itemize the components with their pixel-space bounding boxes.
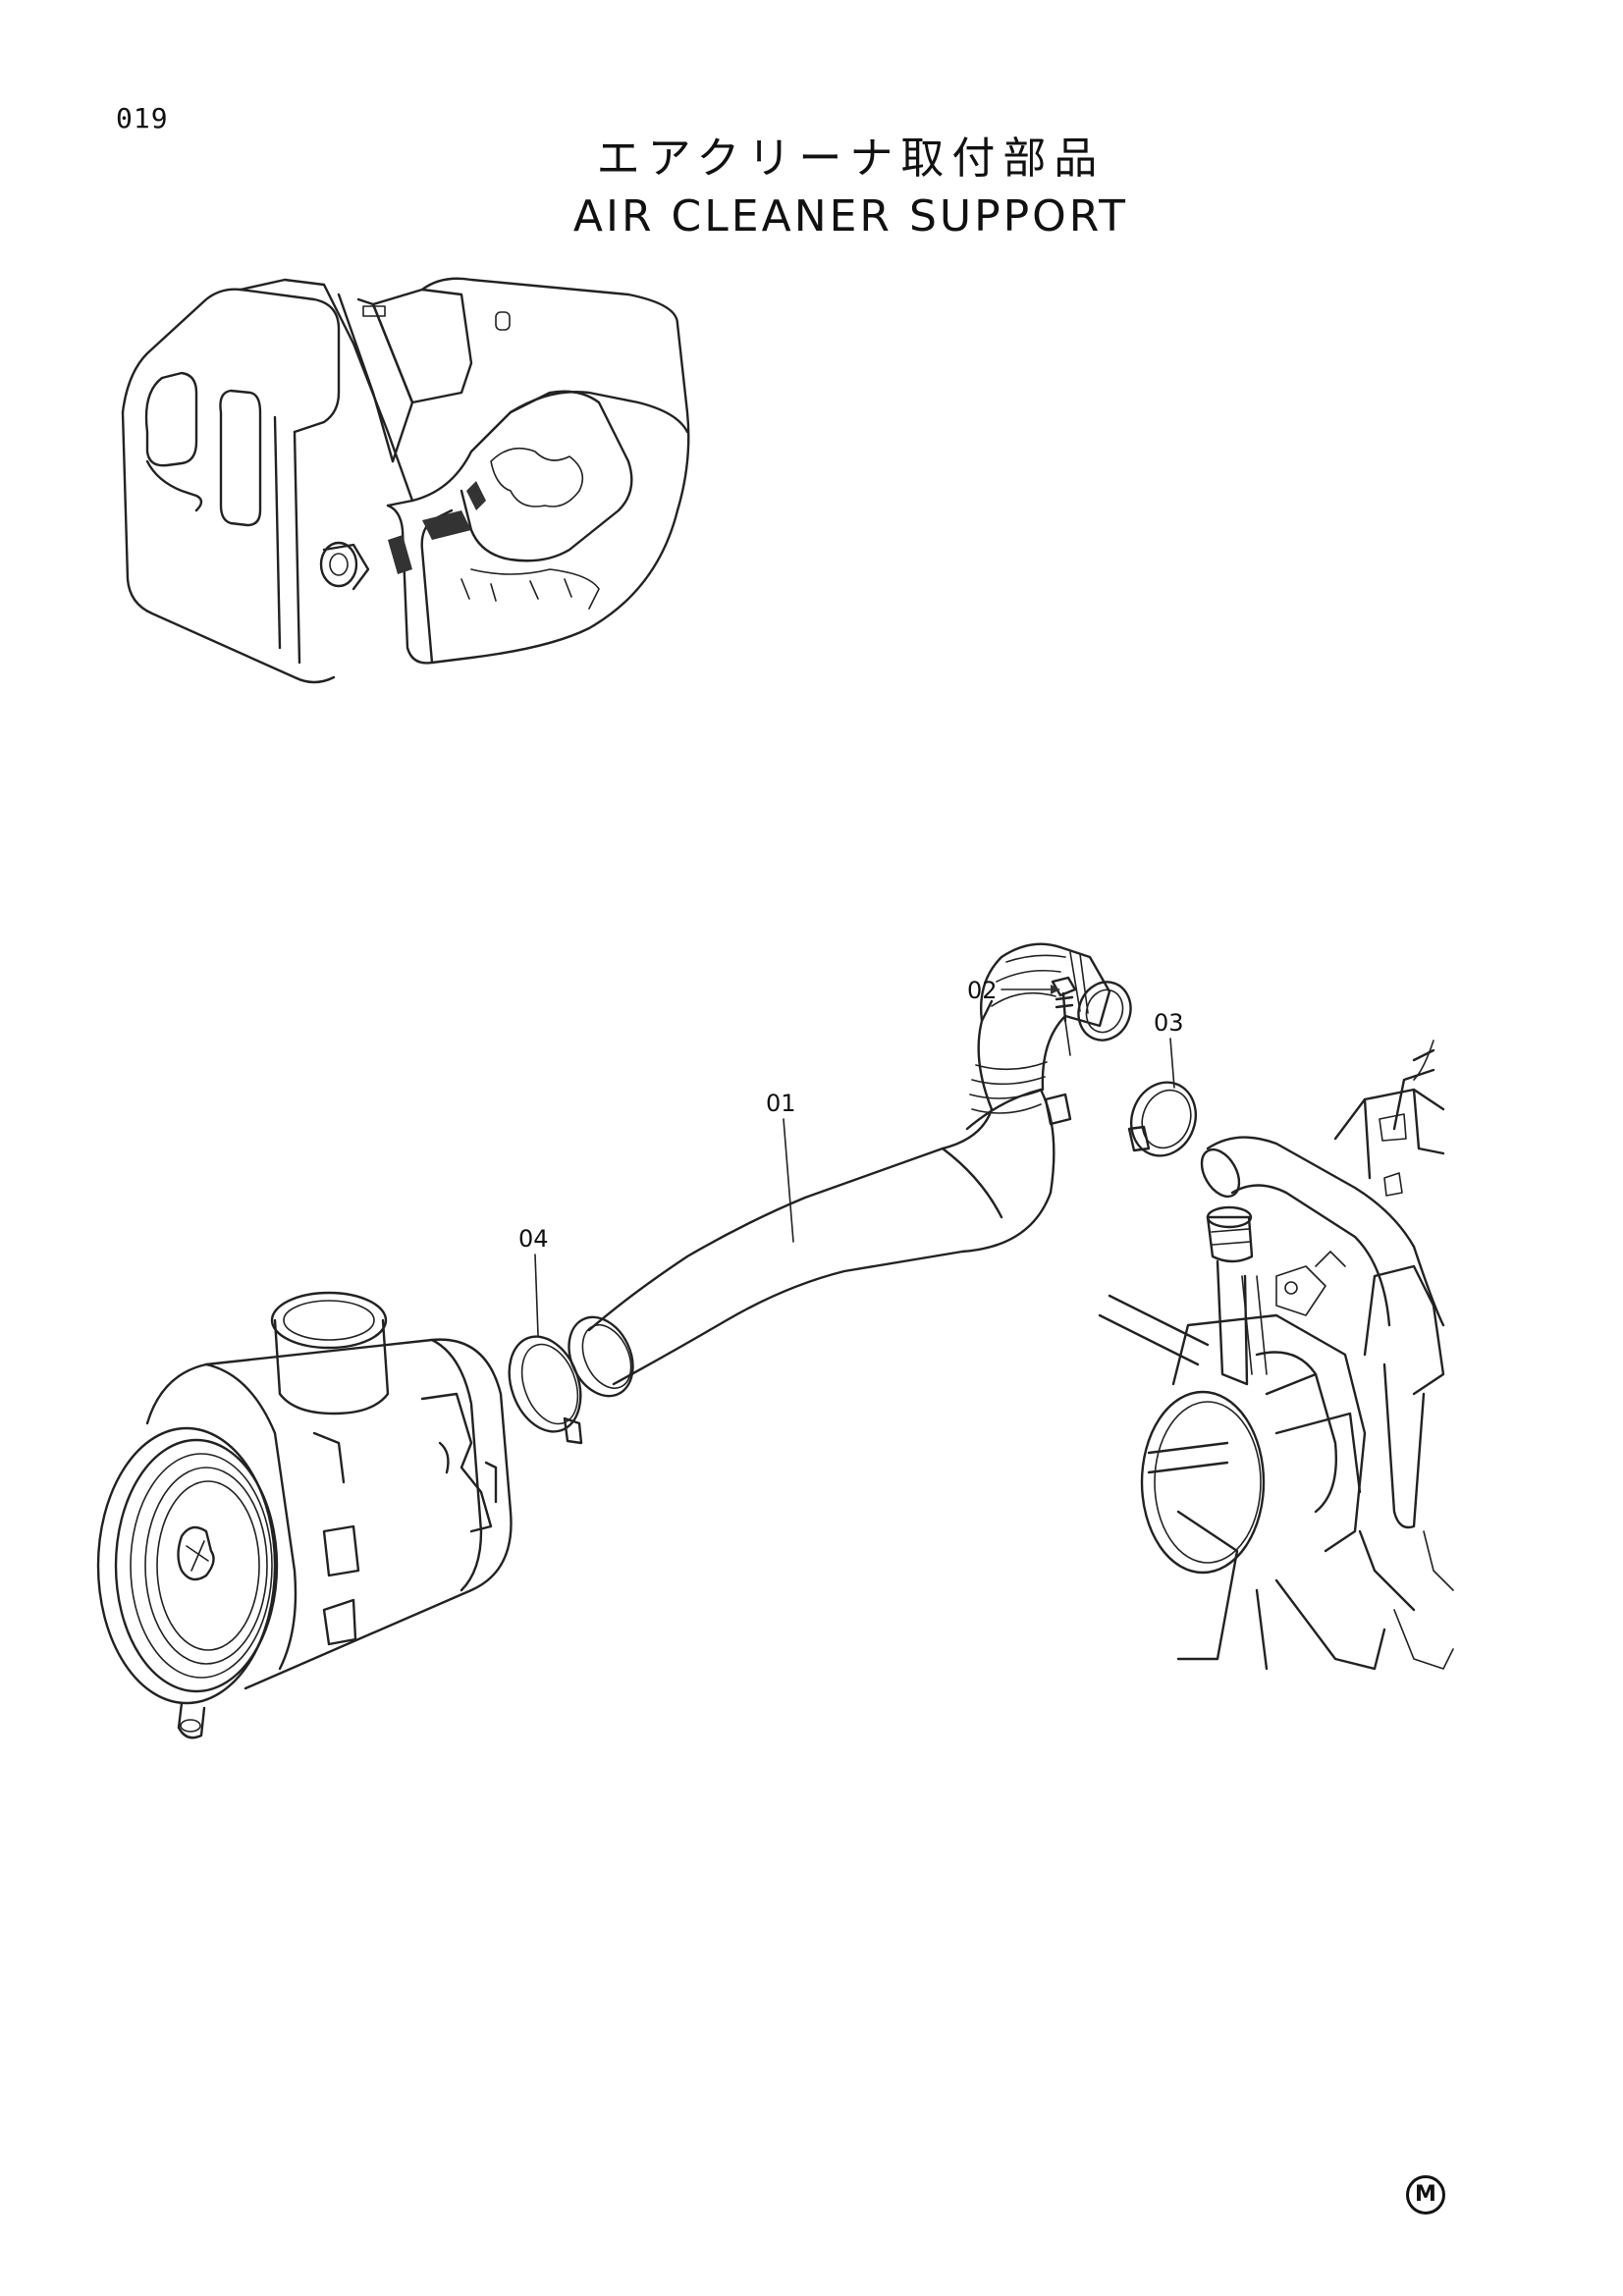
bolt-02-illustration: [1051, 976, 1077, 1023]
callout-01: 01: [766, 1090, 796, 1243]
excavator-overview-illustration: [121, 277, 690, 684]
callout-label-04: 04: [518, 1225, 549, 1253]
corner-mark-circled-m: M: [1406, 2175, 1445, 2215]
air-hose-01-illustration: [568, 942, 1132, 1398]
callout-label-02: 02: [967, 977, 998, 1004]
page-number: 019: [116, 102, 169, 134]
air-cleaner-illustration: [96, 1291, 513, 1739]
callout-03: 03: [1154, 1009, 1184, 1089]
title-block: エアクリーナ取付部品 AIR CLEANER SUPPORT: [0, 130, 1623, 245]
hose-clamp-03-illustration: [1127, 1081, 1197, 1157]
title-japanese: エアクリーナ取付部品: [596, 133, 1106, 184]
callout-04: 04: [518, 1225, 549, 1336]
engine-illustration: [1098, 1040, 1454, 1671]
callout-label-01: 01: [766, 1090, 796, 1117]
hose-clamp-04-illustration: [508, 1335, 583, 1445]
callout-label-03: 03: [1154, 1009, 1184, 1037]
title-english: AIR CLEANER SUPPORT: [572, 191, 1129, 241]
callout-02: 02: [967, 977, 1071, 1056]
